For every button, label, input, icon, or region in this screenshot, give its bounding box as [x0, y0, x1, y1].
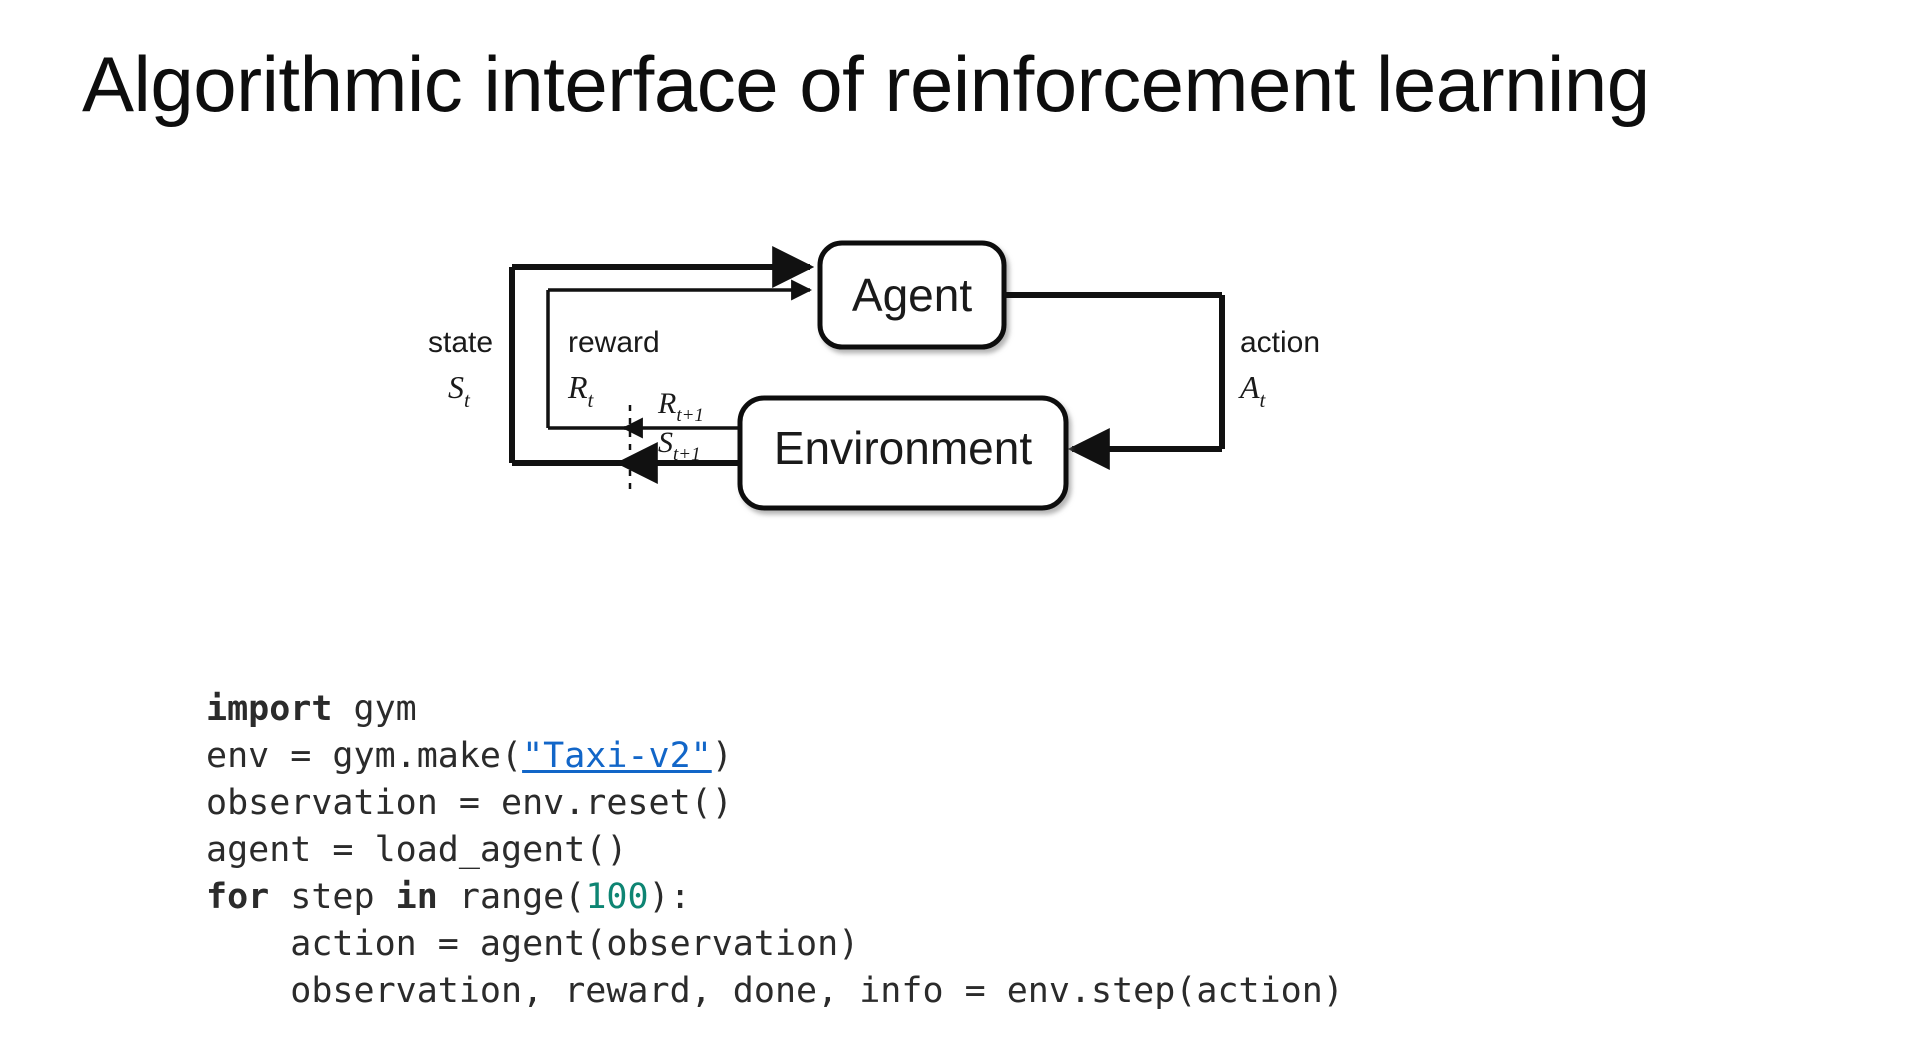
rl-loop-diagram: Agent Environment state St reward Rt act… [0, 215, 1500, 545]
code-text: range( [437, 877, 586, 917]
environment-node [737, 395, 1069, 511]
code-text: observation, reward, done, info = env.st… [206, 971, 1344, 1011]
code-keyword: in [395, 877, 438, 917]
code-line: env = gym.make("Taxi-v2") [206, 733, 1344, 780]
code-text: action = agent(observation) [206, 924, 860, 964]
code-text: observation = env.reset() [206, 783, 733, 823]
code-text: step [269, 877, 396, 917]
code-text: ) [711, 736, 733, 776]
code-text: gym [332, 689, 417, 729]
code-text: agent = load_agent() [206, 830, 628, 870]
action-label: action [1240, 326, 1320, 359]
code-line: agent = load_agent() [206, 827, 1344, 874]
code-keyword: import [206, 689, 333, 729]
agent-node-label: Agent [852, 269, 972, 321]
state-next-symbol-label: St+1 [658, 426, 701, 465]
code-text: ): [648, 877, 691, 917]
code-line: observation = env.reset() [206, 780, 1344, 827]
code-text: env = gym.make( [206, 736, 523, 776]
environment-node-label: Environment [774, 422, 1032, 474]
code-keyword: for [206, 877, 270, 917]
reward-label: reward [568, 326, 660, 359]
reward-next-symbol-label: Rt+1 [657, 387, 704, 426]
code-line: import gym [206, 686, 1344, 733]
code-line: observation, reward, done, info = env.st… [206, 968, 1344, 1015]
code-line: action = agent(observation) [206, 921, 1344, 968]
state-symbol-label: St [448, 369, 471, 412]
reward-symbol-label: Rt [567, 369, 595, 412]
code-number: 100 [585, 877, 649, 917]
action-symbol-label: At [1238, 369, 1267, 412]
state-label: state [428, 326, 493, 359]
page-title: Algorithmic interface of reinforcement l… [82, 40, 1650, 128]
code-line: for step in range(100): [206, 874, 1344, 921]
env-id-link[interactable]: "Taxi-v2" [522, 736, 712, 776]
